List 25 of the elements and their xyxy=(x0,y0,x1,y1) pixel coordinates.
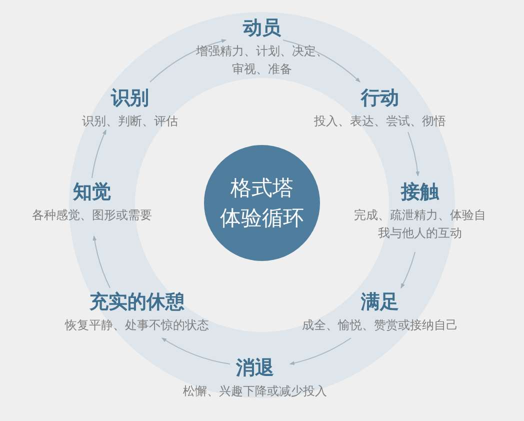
cycle-arrow xyxy=(92,236,110,288)
stage-title: 行动 xyxy=(361,86,399,110)
stage-title: 动员 xyxy=(243,16,281,40)
stage-title: 知觉 xyxy=(73,180,111,204)
cycle-arrow xyxy=(282,40,360,82)
stage-description: 投入、表达、尝试、彻悟 xyxy=(314,113,446,130)
cycle-arrow xyxy=(400,252,416,288)
stage-description: 各种感觉、图形或需要 xyxy=(32,207,152,224)
stage-title: 充实的休憩 xyxy=(90,290,184,314)
stage-description: 成全、愉悦、赞赏或接纳自己 xyxy=(302,317,458,334)
stage-description: 恢复平静、处事不惊的状态 xyxy=(65,317,209,334)
cycle-arrow xyxy=(162,338,230,364)
stage-title: 消退 xyxy=(236,356,274,380)
stage-description: 松懈、兴趣下降或减少投入 xyxy=(183,383,327,400)
cycle-arrow xyxy=(290,338,352,365)
cycle-arrow xyxy=(408,132,420,176)
stage-title: 识别 xyxy=(111,86,149,110)
cycle-arrow xyxy=(92,130,106,178)
stage-description: 完成、疏泄精力、体验自我与他人的互动 xyxy=(353,207,487,242)
center-circle: 格式塔体验循环 xyxy=(204,145,320,261)
stage-description: 增强精力、计划、决定、审视、准备 xyxy=(195,43,329,78)
stage-title: 接触 xyxy=(401,180,439,204)
stage-title: 满足 xyxy=(361,290,399,314)
stage-description: 识别、判断、评估 xyxy=(82,113,178,130)
cycle-arrow xyxy=(150,39,226,82)
